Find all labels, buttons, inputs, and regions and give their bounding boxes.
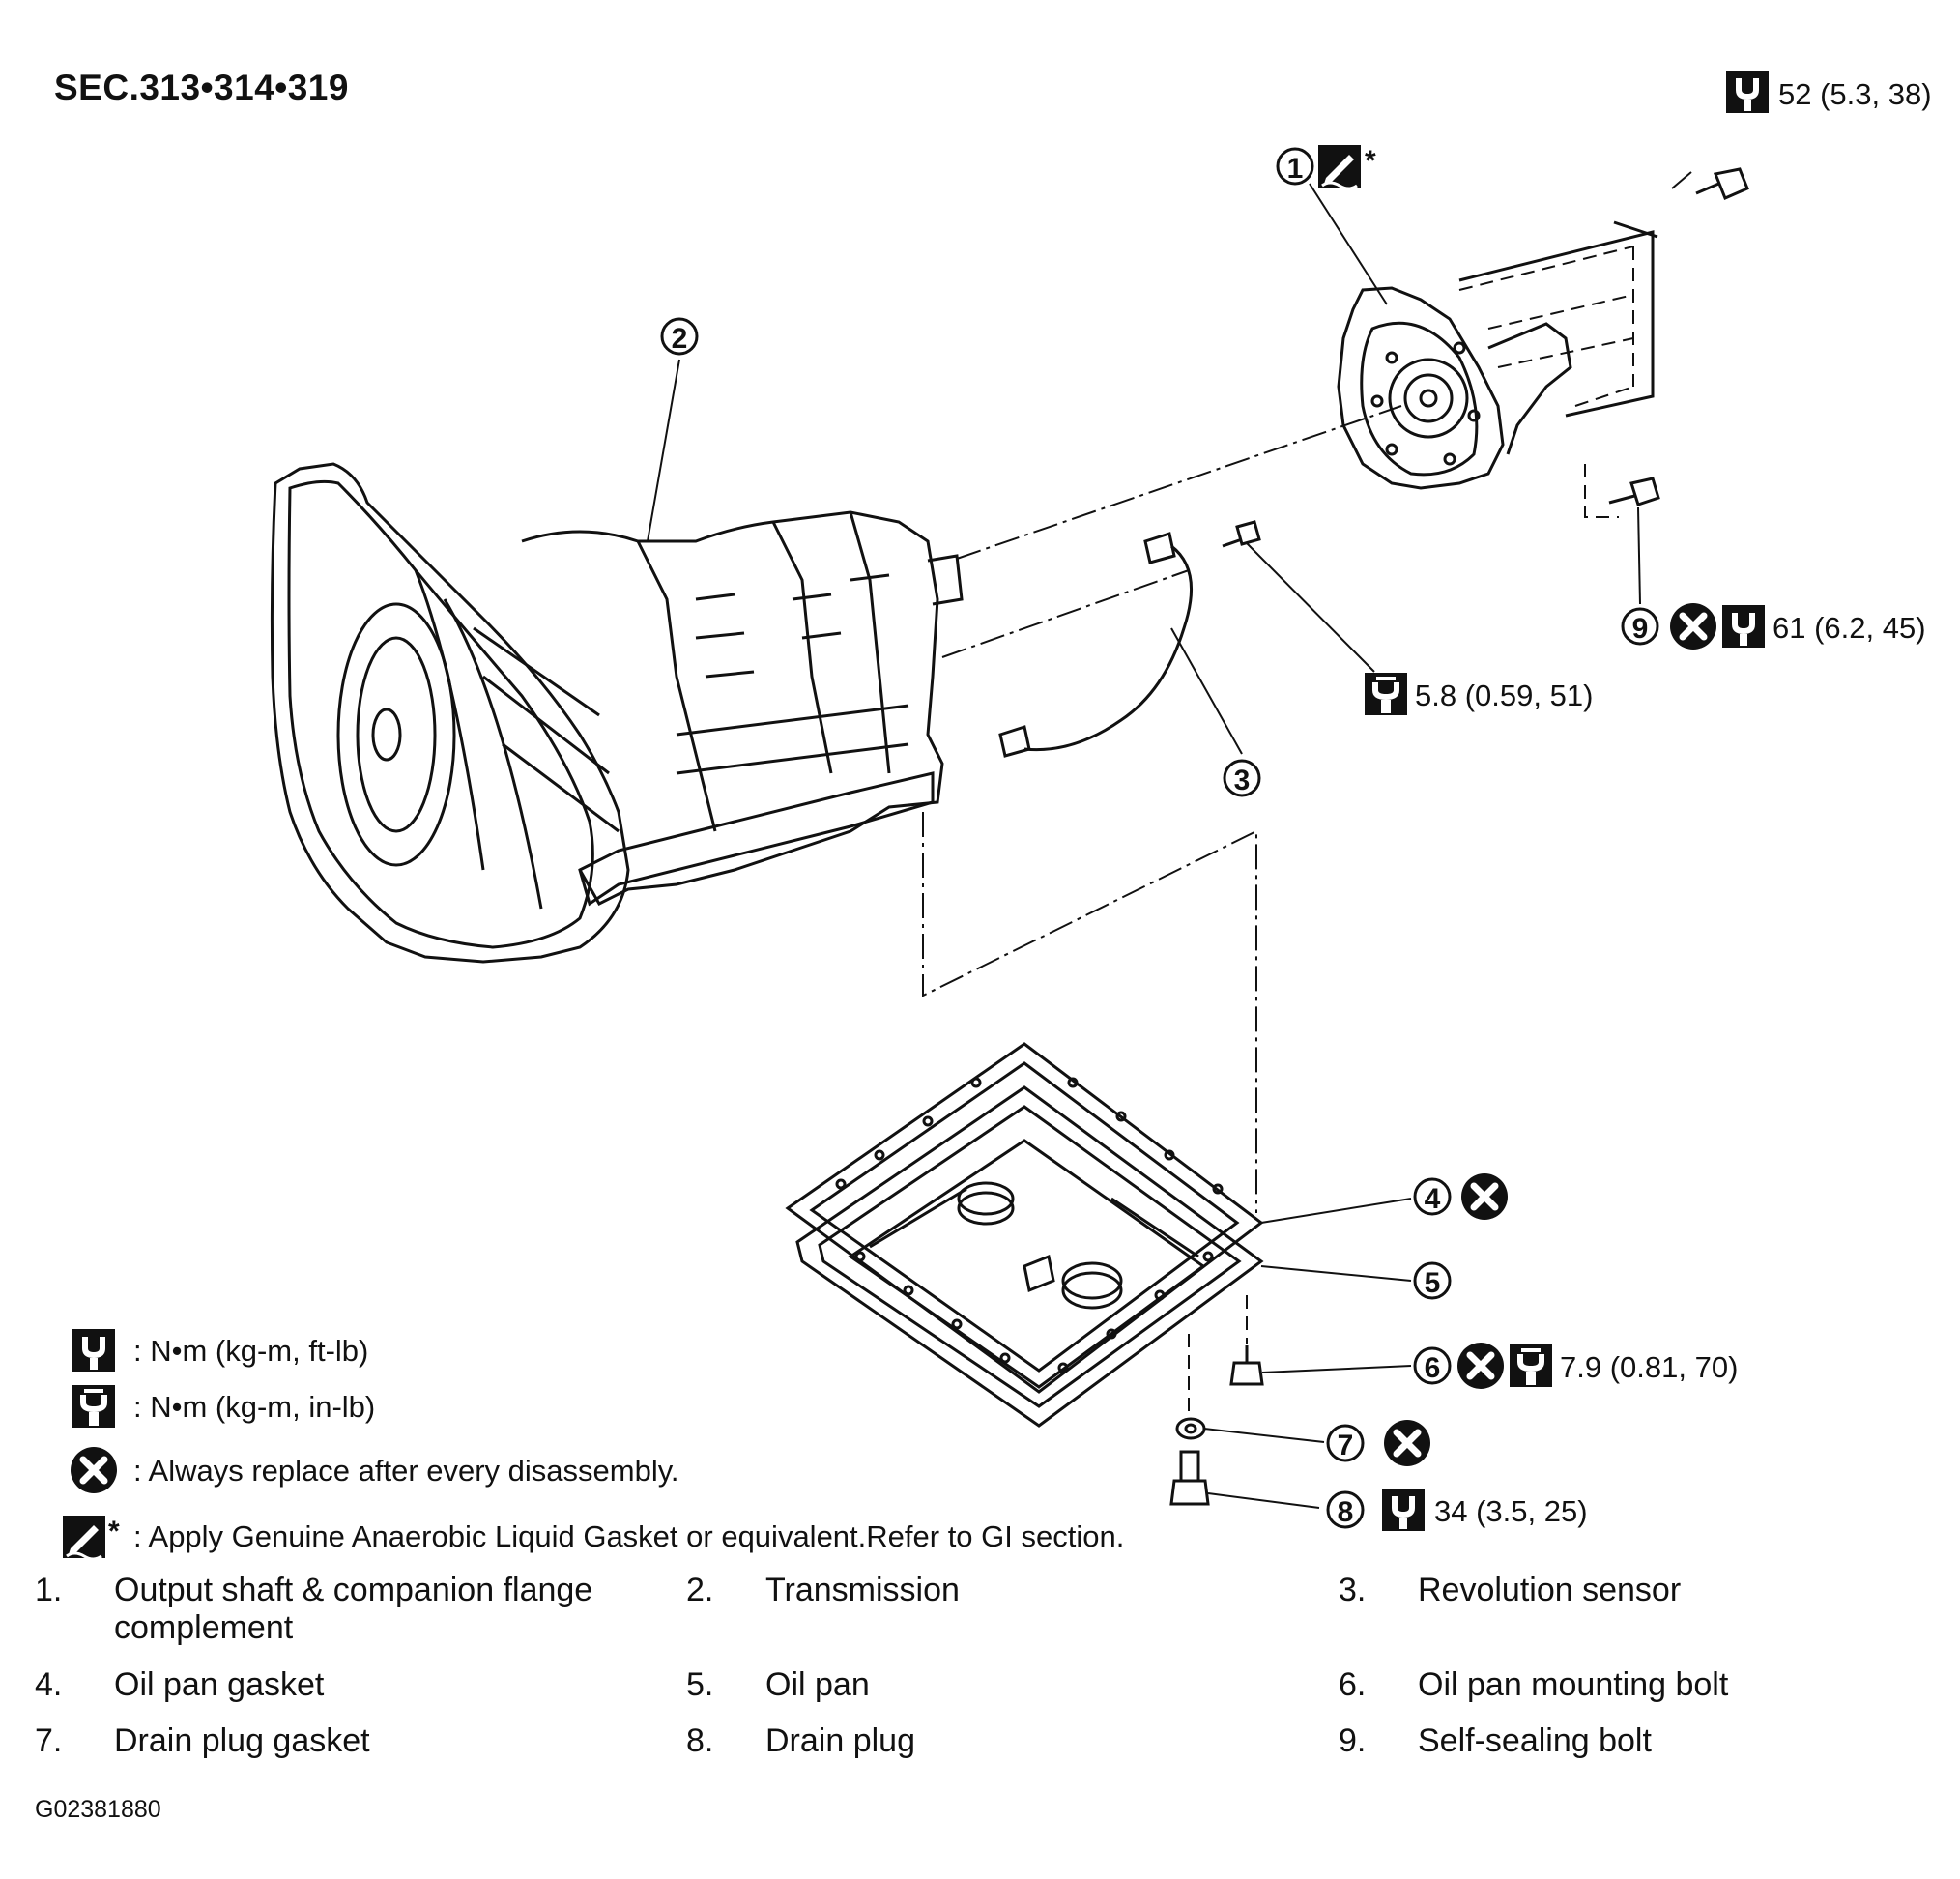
replace-x-icon xyxy=(1384,1420,1430,1466)
svg-text:3: 3 xyxy=(1234,765,1251,796)
torque-drain-plug: 34 (3.5, 25) xyxy=(1434,1494,1588,1528)
figure-id: G02381880 xyxy=(35,1796,161,1823)
replace-x-icon xyxy=(1457,1343,1504,1389)
svg-text:6: 6 xyxy=(1425,1352,1441,1384)
output-flange-assembly xyxy=(1337,220,1658,490)
legend-in-lb: : N•m (kg-m, in-lb) xyxy=(133,1390,376,1424)
bolts xyxy=(1169,167,1749,1506)
callout-2: 2 xyxy=(660,317,699,356)
top-bolt xyxy=(1695,167,1749,200)
callout-symbols: * xyxy=(1316,71,1769,1531)
torque-wrench-icon xyxy=(1726,71,1769,113)
replace-x-icon xyxy=(1461,1173,1508,1220)
torque-wrench-inlb-icon xyxy=(1510,1344,1552,1387)
svg-text:8: 8 xyxy=(1338,1496,1354,1528)
drain-plug-gasket-shape xyxy=(1175,1417,1206,1440)
torque-sensor-bolt: 5.8 (0.59, 51) xyxy=(1415,679,1594,712)
replace-x-icon xyxy=(71,1447,117,1493)
callout-4: 4 xyxy=(1413,1177,1452,1216)
torque-wrench-icon xyxy=(72,1329,115,1372)
svg-text:2: 2 xyxy=(672,323,688,355)
legend-ft-lb: : N•m (kg-m, ft-lb) xyxy=(133,1334,369,1368)
svg-text:4: 4 xyxy=(1425,1183,1441,1215)
gasket-star: * xyxy=(1365,145,1376,177)
callout-1: 1 xyxy=(1276,147,1314,186)
assembly-guide-lines xyxy=(922,171,1692,1416)
section-title: SEC.313•314•319 xyxy=(54,68,349,107)
callout-6: 6 xyxy=(1413,1346,1452,1385)
torque-mounting-bolt: 7.9 (0.81, 70) xyxy=(1560,1350,1739,1384)
replace-x-icon xyxy=(1670,603,1716,650)
callout-circles: 1 2 3 4 5 6 7 8 9 xyxy=(660,147,1659,1529)
legend-gasket: : Apply Genuine Anaerobic Liquid Gasket … xyxy=(133,1519,1125,1553)
legend-icons: * xyxy=(61,1329,120,1561)
svg-text:7: 7 xyxy=(1338,1430,1354,1461)
revolution-sensor xyxy=(998,532,1194,758)
svg-text:1: 1 xyxy=(1287,153,1304,185)
leader-lines xyxy=(647,183,1641,1509)
oil-pan-assembly xyxy=(785,1042,1264,1428)
torque-wrench-icon xyxy=(1722,605,1765,648)
sensor-bolt-shape xyxy=(1222,520,1261,548)
torque-wrench-inlb-icon xyxy=(1365,673,1407,715)
callout-7: 7 xyxy=(1326,1424,1365,1462)
transmission-housing xyxy=(270,462,964,964)
torque-wrench-icon xyxy=(1382,1489,1425,1531)
legend-replace: : Always replace after every disassembly… xyxy=(133,1454,679,1488)
drain-plug-shape xyxy=(1169,1450,1210,1506)
torque-self-sealing-bolt: 61 (6.2, 45) xyxy=(1773,611,1926,645)
callout-5: 5 xyxy=(1413,1261,1452,1300)
callout-9: 9 xyxy=(1621,607,1659,646)
self-sealing-bolt-shape xyxy=(1608,477,1660,506)
liquid-gasket-icon xyxy=(61,1514,107,1561)
torque-top-bolt: 52 (5.3, 38) xyxy=(1778,77,1932,111)
svg-text:9: 9 xyxy=(1632,613,1649,645)
mounting-bolt-shape xyxy=(1229,1345,1264,1386)
svg-text:5: 5 xyxy=(1425,1267,1441,1299)
callout-3: 3 xyxy=(1223,759,1261,797)
torque-wrench-inlb-icon xyxy=(72,1385,115,1428)
liquid-gasket-icon xyxy=(1316,143,1363,190)
legend-gasket-star: * xyxy=(108,1516,120,1547)
callout-8: 8 xyxy=(1326,1490,1365,1529)
